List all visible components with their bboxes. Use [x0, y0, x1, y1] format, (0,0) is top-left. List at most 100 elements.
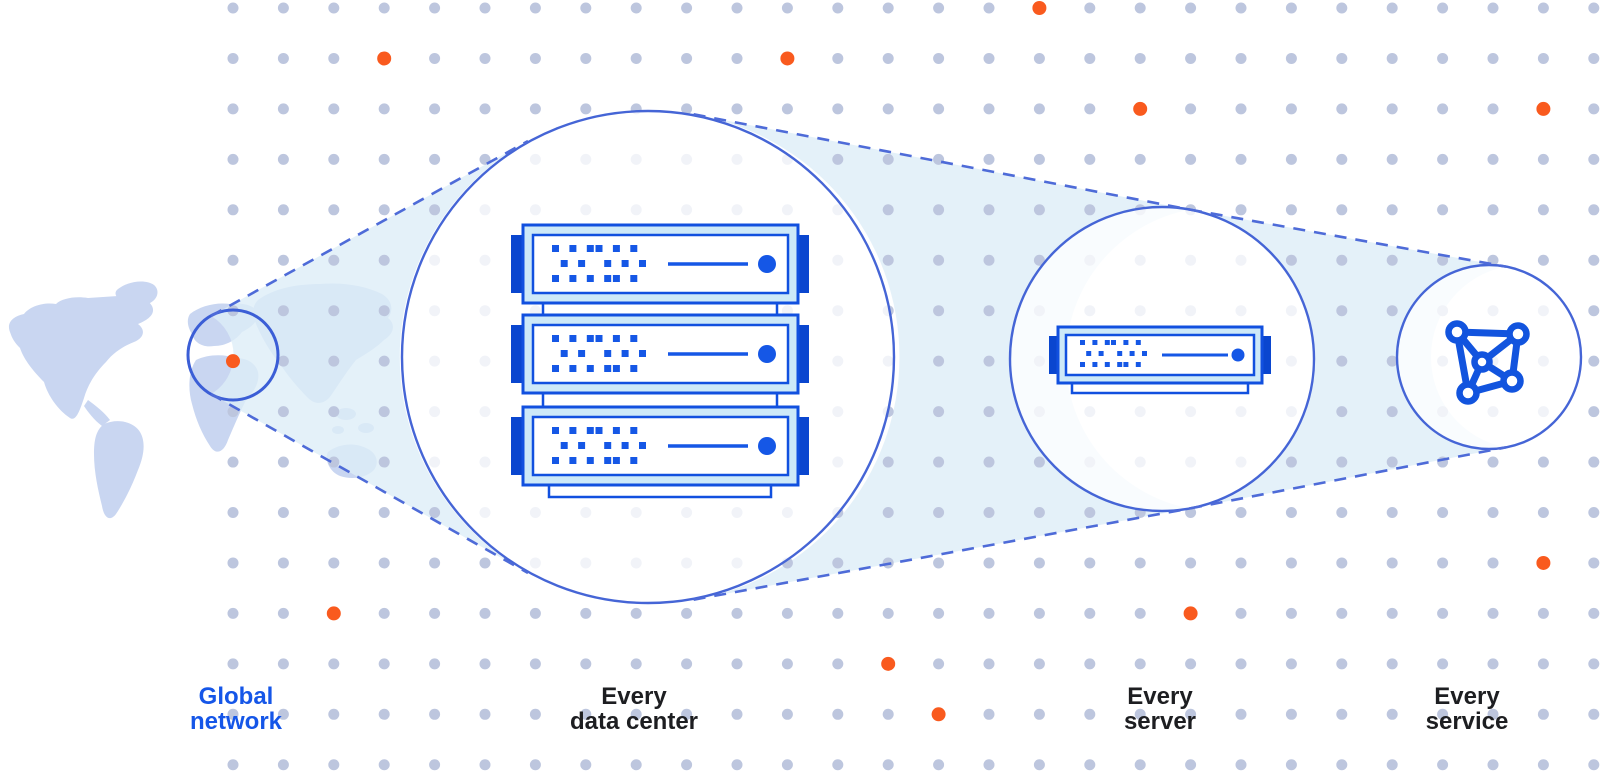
label-line: Every	[1434, 683, 1500, 710]
grid-dot	[933, 456, 945, 468]
network-graph-icon	[1445, 320, 1530, 405]
grid-dot	[277, 708, 289, 720]
led-square	[586, 365, 594, 372]
led-square	[630, 365, 638, 372]
server-face	[531, 415, 790, 477]
led-square	[604, 457, 612, 464]
led-square	[1117, 351, 1123, 356]
grid-dot	[1588, 406, 1600, 418]
label-line: server	[1123, 708, 1197, 735]
grid-dot	[1033, 759, 1045, 771]
grid-dot	[328, 355, 340, 367]
led-square	[1111, 340, 1116, 345]
grid-dot	[1134, 759, 1146, 771]
grid-dot	[1437, 557, 1449, 569]
grid-dot	[580, 759, 592, 771]
led-square	[578, 442, 586, 449]
led-square	[1092, 340, 1098, 345]
grid-dot	[1487, 153, 1499, 165]
grid-dot	[429, 708, 441, 720]
led-square	[1129, 351, 1135, 356]
grid-dot	[277, 607, 289, 619]
grid-dot	[882, 507, 894, 518]
led-square	[586, 245, 594, 252]
grid-dot	[1386, 607, 1398, 619]
led-square	[1098, 351, 1104, 356]
grid-dot	[781, 607, 793, 619]
zoom-dashed-lines	[210, 113, 1507, 601]
grid-dot	[983, 759, 995, 771]
grid-dot	[1487, 658, 1499, 670]
grid-dot	[227, 507, 239, 518]
grid-dot	[227, 153, 239, 165]
grid-dot	[378, 406, 390, 418]
grid-dot	[1386, 254, 1398, 266]
grid-dot	[1336, 2, 1348, 14]
grid-dot	[1084, 52, 1096, 64]
grid-dot	[1437, 153, 1449, 165]
grid-dot	[1336, 658, 1348, 670]
grid-dot	[983, 708, 995, 720]
server-ear-left	[1049, 336, 1059, 374]
grid-dot	[429, 607, 441, 619]
grid-dot	[1134, 658, 1146, 670]
grid-dot	[1386, 153, 1398, 165]
led-square	[552, 457, 559, 464]
grid-dot	[1033, 607, 1045, 619]
grid-dot	[933, 658, 945, 670]
grid-dot	[630, 52, 642, 64]
led-square	[630, 457, 638, 464]
grid-dot	[580, 658, 592, 670]
grid-dot	[832, 557, 844, 569]
grid-dot	[429, 507, 441, 518]
led-square	[586, 335, 594, 342]
grid-dot	[277, 204, 289, 216]
server-rack-icon	[511, 223, 809, 499]
grid-dot	[227, 254, 239, 266]
led-square	[569, 335, 577, 342]
grid-dot	[933, 305, 945, 317]
grid-dot	[227, 2, 239, 14]
grid-dot	[1084, 658, 1096, 670]
grid-dot	[580, 52, 592, 64]
grid-dot	[1386, 759, 1398, 771]
grid-dot	[1386, 557, 1398, 569]
grid-dot	[1588, 52, 1600, 64]
grid-dot	[429, 658, 441, 670]
grid-dot	[1134, 52, 1146, 64]
grid-dot	[227, 759, 239, 771]
dashed-line	[693, 507, 1191, 601]
grid-dot	[479, 2, 491, 14]
led-square	[552, 427, 559, 434]
grid-dot	[277, 557, 289, 569]
led-square	[621, 350, 629, 357]
grid-dot	[983, 153, 995, 165]
grid-dot	[1386, 52, 1398, 64]
grid-dot	[1588, 557, 1600, 569]
grid-dot	[1336, 557, 1348, 569]
grid-dot	[1235, 204, 1247, 216]
grid-dot	[580, 2, 592, 14]
server-led-matrix	[552, 335, 646, 372]
led-square	[1104, 362, 1110, 367]
led-square	[1123, 340, 1129, 345]
led-square	[630, 335, 638, 342]
grid-dot	[1386, 355, 1398, 367]
grid-dot	[1487, 204, 1499, 216]
grid-dot	[1285, 204, 1297, 216]
led-square	[560, 260, 568, 267]
grid-dot	[1084, 557, 1096, 569]
grid-dot	[1285, 607, 1297, 619]
led-square	[639, 442, 646, 449]
grid-dot	[832, 759, 844, 771]
grid-dot	[1588, 355, 1600, 367]
grid-dot	[277, 658, 289, 670]
grid-dot	[328, 305, 340, 317]
grid-dot	[933, 607, 945, 619]
label-line: network	[189, 708, 282, 735]
grid-dot	[1537, 658, 1549, 670]
led-square	[639, 350, 646, 357]
grid-dot	[1386, 406, 1398, 418]
led-square	[552, 335, 559, 342]
server-power-dot	[758, 437, 776, 455]
